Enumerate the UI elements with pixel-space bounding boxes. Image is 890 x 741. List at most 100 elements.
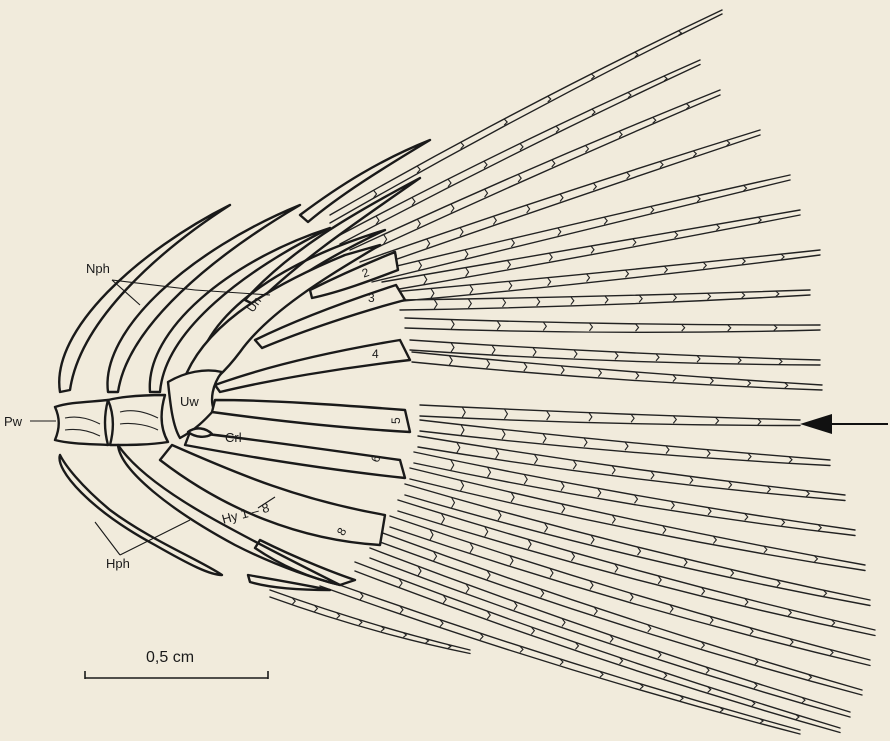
- fin-ray-segment: [571, 297, 574, 305]
- fin-ray-segment: [533, 348, 536, 357]
- fin-ray-segment: [716, 224, 719, 230]
- fin-ray-segment: [703, 262, 706, 268]
- fin-ray-segment: [524, 475, 527, 485]
- label-crl: Crl: [225, 430, 242, 445]
- fin-ray-segment: [671, 501, 674, 509]
- fin-ray-segment: [417, 219, 420, 228]
- fin-ray-segment: [537, 298, 540, 306]
- fin-ray-edge: [405, 328, 820, 332]
- fin-ray-edge: [380, 542, 862, 695]
- fin-ray-edge: [320, 578, 800, 730]
- fin-ray-segment: [507, 260, 510, 269]
- fin-rays: [270, 10, 875, 734]
- fin-ray-segment: [729, 481, 732, 488]
- hypural-5: [212, 400, 410, 432]
- fin-ray-edge: [400, 295, 810, 310]
- fin-ray-segment: [511, 492, 514, 502]
- fin-ray-segment: [673, 294, 676, 301]
- fin-ray-segment: [461, 480, 464, 490]
- fin-ray-segment: [562, 504, 565, 513]
- fin-ray-segment: [673, 375, 676, 382]
- fin-ray-edge: [360, 130, 760, 262]
- fin-ray-segment: [488, 467, 491, 477]
- fin-ray-segment: [625, 270, 628, 277]
- fin-ray-segment: [605, 296, 608, 304]
- fin-ray-segment: [747, 380, 750, 386]
- fin-ray-segment: [547, 411, 550, 420]
- fin-ray-edge: [355, 562, 840, 728]
- fin-ray-segment: [484, 161, 487, 168]
- fin-ray-segment: [666, 446, 669, 454]
- left-arrow-icon: [800, 414, 888, 434]
- fin-ray-segment: [561, 482, 564, 491]
- fin-ray-segment: [690, 476, 693, 484]
- fin-ray-segment: [682, 324, 685, 331]
- fin-ray-segment: [468, 299, 471, 308]
- fin-ray-segment: [466, 268, 469, 277]
- fin-ray-segment: [779, 359, 782, 365]
- fin-ray-segment: [465, 250, 468, 259]
- fin-ray-segment: [492, 345, 495, 354]
- fin-ray-segment: [485, 527, 488, 537]
- fin-ray-segment: [604, 217, 607, 224]
- fin-ray-edge: [350, 95, 720, 260]
- fin-ray-edge: [355, 571, 840, 733]
- fin-ray-edge: [418, 447, 845, 501]
- fin-ray-segment: [619, 131, 622, 137]
- fin-ray-edge: [350, 90, 720, 250]
- fin-ray-segment: [598, 369, 601, 377]
- fin-ray-segment: [451, 343, 454, 353]
- fin-ray-segment: [781, 254, 784, 259]
- fin-ray-segment: [427, 239, 430, 248]
- crl-element: [188, 428, 212, 436]
- fin-ray-segment: [615, 352, 618, 360]
- fin-ray-segment: [520, 144, 523, 151]
- fin-ray-segment: [457, 442, 460, 453]
- fin-ray-segment: [636, 372, 639, 379]
- fin-ray-segment: [561, 366, 564, 374]
- fin-ray-segment: [774, 325, 777, 331]
- fin-ray-edge: [320, 586, 800, 734]
- fin-ray-segment: [587, 274, 590, 282]
- scale-label: 0,5 cm: [146, 649, 194, 666]
- fin-ray-edge: [410, 340, 820, 360]
- fin-ray-segment: [543, 322, 546, 330]
- fin-ray-segment: [461, 425, 464, 435]
- fin-ray-segment: [534, 454, 537, 464]
- fin-ray-segment: [573, 460, 576, 469]
- fin-ray-segment: [748, 453, 751, 460]
- fin-ray-segment: [487, 359, 490, 368]
- fin-ray-edge: [390, 527, 870, 666]
- fin-ray-edge: [330, 14, 722, 223]
- preural-vertebra-1: [55, 400, 108, 445]
- fin-ray-edge: [270, 597, 470, 654]
- hypural-num-3: 3: [368, 291, 375, 305]
- fin-ray-segment: [452, 497, 455, 507]
- fin-ray-segment: [451, 320, 454, 329]
- fin-ray-segment: [424, 275, 427, 285]
- fin-ray-edge: [390, 516, 870, 660]
- fin-ray-segment: [503, 298, 506, 307]
- fin-ray-segment: [497, 321, 500, 330]
- fin-ray-segment: [431, 289, 434, 299]
- fin-ray-segment: [449, 356, 452, 366]
- fin-ray-segment: [441, 513, 444, 524]
- fin-ray-segment: [742, 258, 745, 264]
- fin-ray-segment: [451, 460, 454, 471]
- fin-ray-segment: [651, 471, 654, 479]
- fin-ray-segment: [485, 189, 488, 197]
- fin-ray-segment: [612, 466, 615, 475]
- fin-ray-edge: [372, 175, 790, 272]
- fin-ray-segment: [651, 206, 654, 213]
- fin-ray-segment: [625, 442, 628, 450]
- fin-ray-segment: [633, 239, 636, 246]
- fin-ray-segment: [552, 160, 555, 167]
- fin-ray-segment: [664, 266, 667, 273]
- fin-ray-segment: [738, 357, 741, 363]
- fin-ray-segment: [635, 495, 638, 503]
- preural-vertebra-2: [108, 395, 168, 445]
- fin-ray-edge: [405, 318, 820, 325]
- fin-ray-edge: [412, 362, 822, 390]
